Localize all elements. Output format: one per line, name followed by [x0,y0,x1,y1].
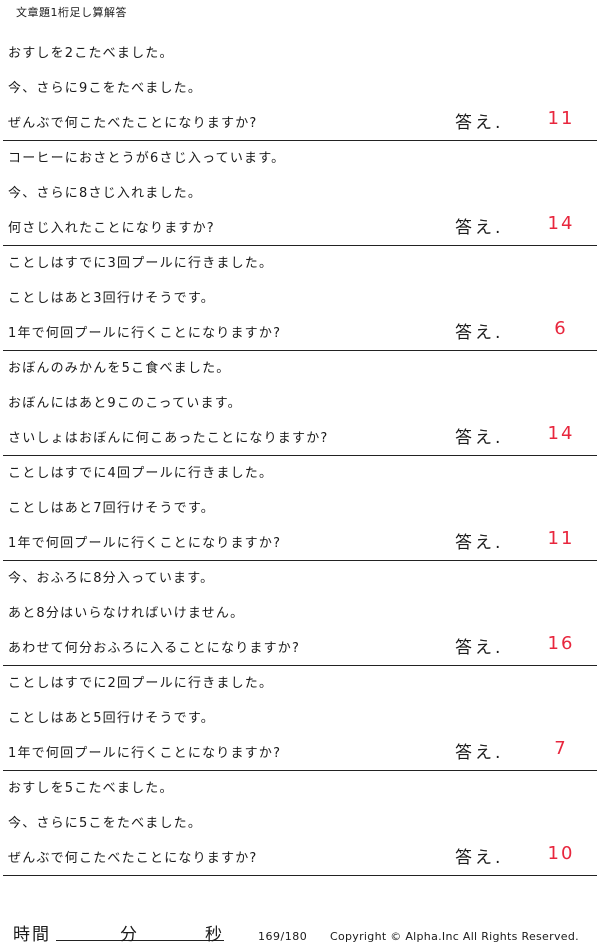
problem-6: 今、おふろに8分入っています。 あと8分はいらなければいけません。 あわせて何分… [0,561,600,666]
time-label: 時間 [13,925,51,945]
answer-label: 答え. [455,113,504,133]
minutes-label: 分 [120,925,137,945]
problem-line: 今、さらに5こをたべました。 [8,816,203,831]
answer-value: 11 [547,108,575,129]
page-number: 169/180 [258,930,308,943]
page-title: 文章題1桁足し算解答 [16,6,127,19]
problem-line: 今、さらに8さじ入れました。 [8,186,203,201]
problem-question: ぜんぶで何こたべたことになりますか? [8,116,258,131]
answer-label: 答え. [455,638,504,658]
answer-value: 11 [547,528,575,549]
answer-label: 答え. [455,323,504,343]
problem-question: あわせて何分おふろに入ることになりますか? [8,641,301,656]
problem-line: コーヒーにおさとうが6さじ入っています。 [8,151,286,166]
problem-8: おすしを5こたべました。 今、さらに5こをたべました。 ぜんぶで何こたべたことに… [0,771,600,876]
problem-line: おぼんにはあと9このこっています。 [8,396,242,411]
seconds-label: 秒 [205,925,222,945]
problem-line: ことしはあと3回行けそうです。 [8,291,215,306]
answer-value: 14 [547,213,575,234]
problem-question: さいしょはおぼんに何こあったことになりますか? [8,431,329,446]
divider [3,875,597,876]
problem-line: ことしはあと5回行けそうです。 [8,711,215,726]
problem-4: おぼんのみかんを5こ食べました。 おぼんにはあと9このこっています。 さいしょは… [0,351,600,456]
answer-value: 16 [547,633,575,654]
divider [3,665,597,666]
problem-line: ことしはすでに3回プールに行きました。 [8,256,274,271]
divider [3,140,597,141]
problem-3: ことしはすでに3回プールに行きました。 ことしはあと3回行けそうです。 1年で何… [0,246,600,351]
problem-line: 今、さらに9こをたべました。 [8,81,203,96]
footer: 時間 分 秒 169/180 Copyright © Alpha.Inc All… [0,920,600,949]
divider [3,245,597,246]
problem-question: 1年で何回プールに行くことになりますか? [8,746,282,761]
problem-question: 1年で何回プールに行くことになりますか? [8,326,282,341]
problem-line: ことしはすでに2回プールに行きました。 [8,676,274,691]
answer-label: 答え. [455,428,504,448]
time-answer-blank [56,940,224,941]
problem-5: ことしはすでに4回プールに行きました。 ことしはあと7回行けそうです。 1年で何… [0,456,600,561]
problem-7: ことしはすでに2回プールに行きました。 ことしはあと5回行けそうです。 1年で何… [0,666,600,771]
answer-value: 14 [547,423,575,444]
answer-value: 6 [554,318,568,339]
problem-question: 1年で何回プールに行くことになりますか? [8,536,282,551]
copyright-text: Copyright © Alpha.Inc All Rights Reserve… [330,930,579,943]
divider [3,560,597,561]
answer-value: 10 [547,843,575,864]
problem-question: ぜんぶで何こたべたことになりますか? [8,851,258,866]
problem-line: ことしはあと7回行けそうです。 [8,501,215,516]
answer-label: 答え. [455,743,504,763]
problem-2: コーヒーにおさとうが6さじ入っています。 今、さらに8さじ入れました。 何さじ入… [0,141,600,246]
answer-label: 答え. [455,218,504,238]
answer-value: 7 [554,738,568,759]
answer-label: 答え. [455,533,504,553]
problem-list: おすしを2こたべました。 今、さらに9こをたべました。 ぜんぶで何こたべたことに… [0,36,600,876]
problem-line: おすしを5こたべました。 [8,781,174,796]
problem-line: ことしはすでに4回プールに行きました。 [8,466,274,481]
problem-line: あと8分はいらなければいけません。 [8,606,245,621]
problem-question: 何さじ入れたことになりますか? [8,221,215,236]
problem-line: 今、おふろに8分入っています。 [8,571,215,586]
divider [3,350,597,351]
problem-line: おぼんのみかんを5こ食べました。 [8,361,231,376]
answer-label: 答え. [455,848,504,868]
divider [3,455,597,456]
problem-1: おすしを2こたべました。 今、さらに9こをたべました。 ぜんぶで何こたべたことに… [0,36,600,141]
problem-line: おすしを2こたべました。 [8,46,174,61]
divider [3,770,597,771]
